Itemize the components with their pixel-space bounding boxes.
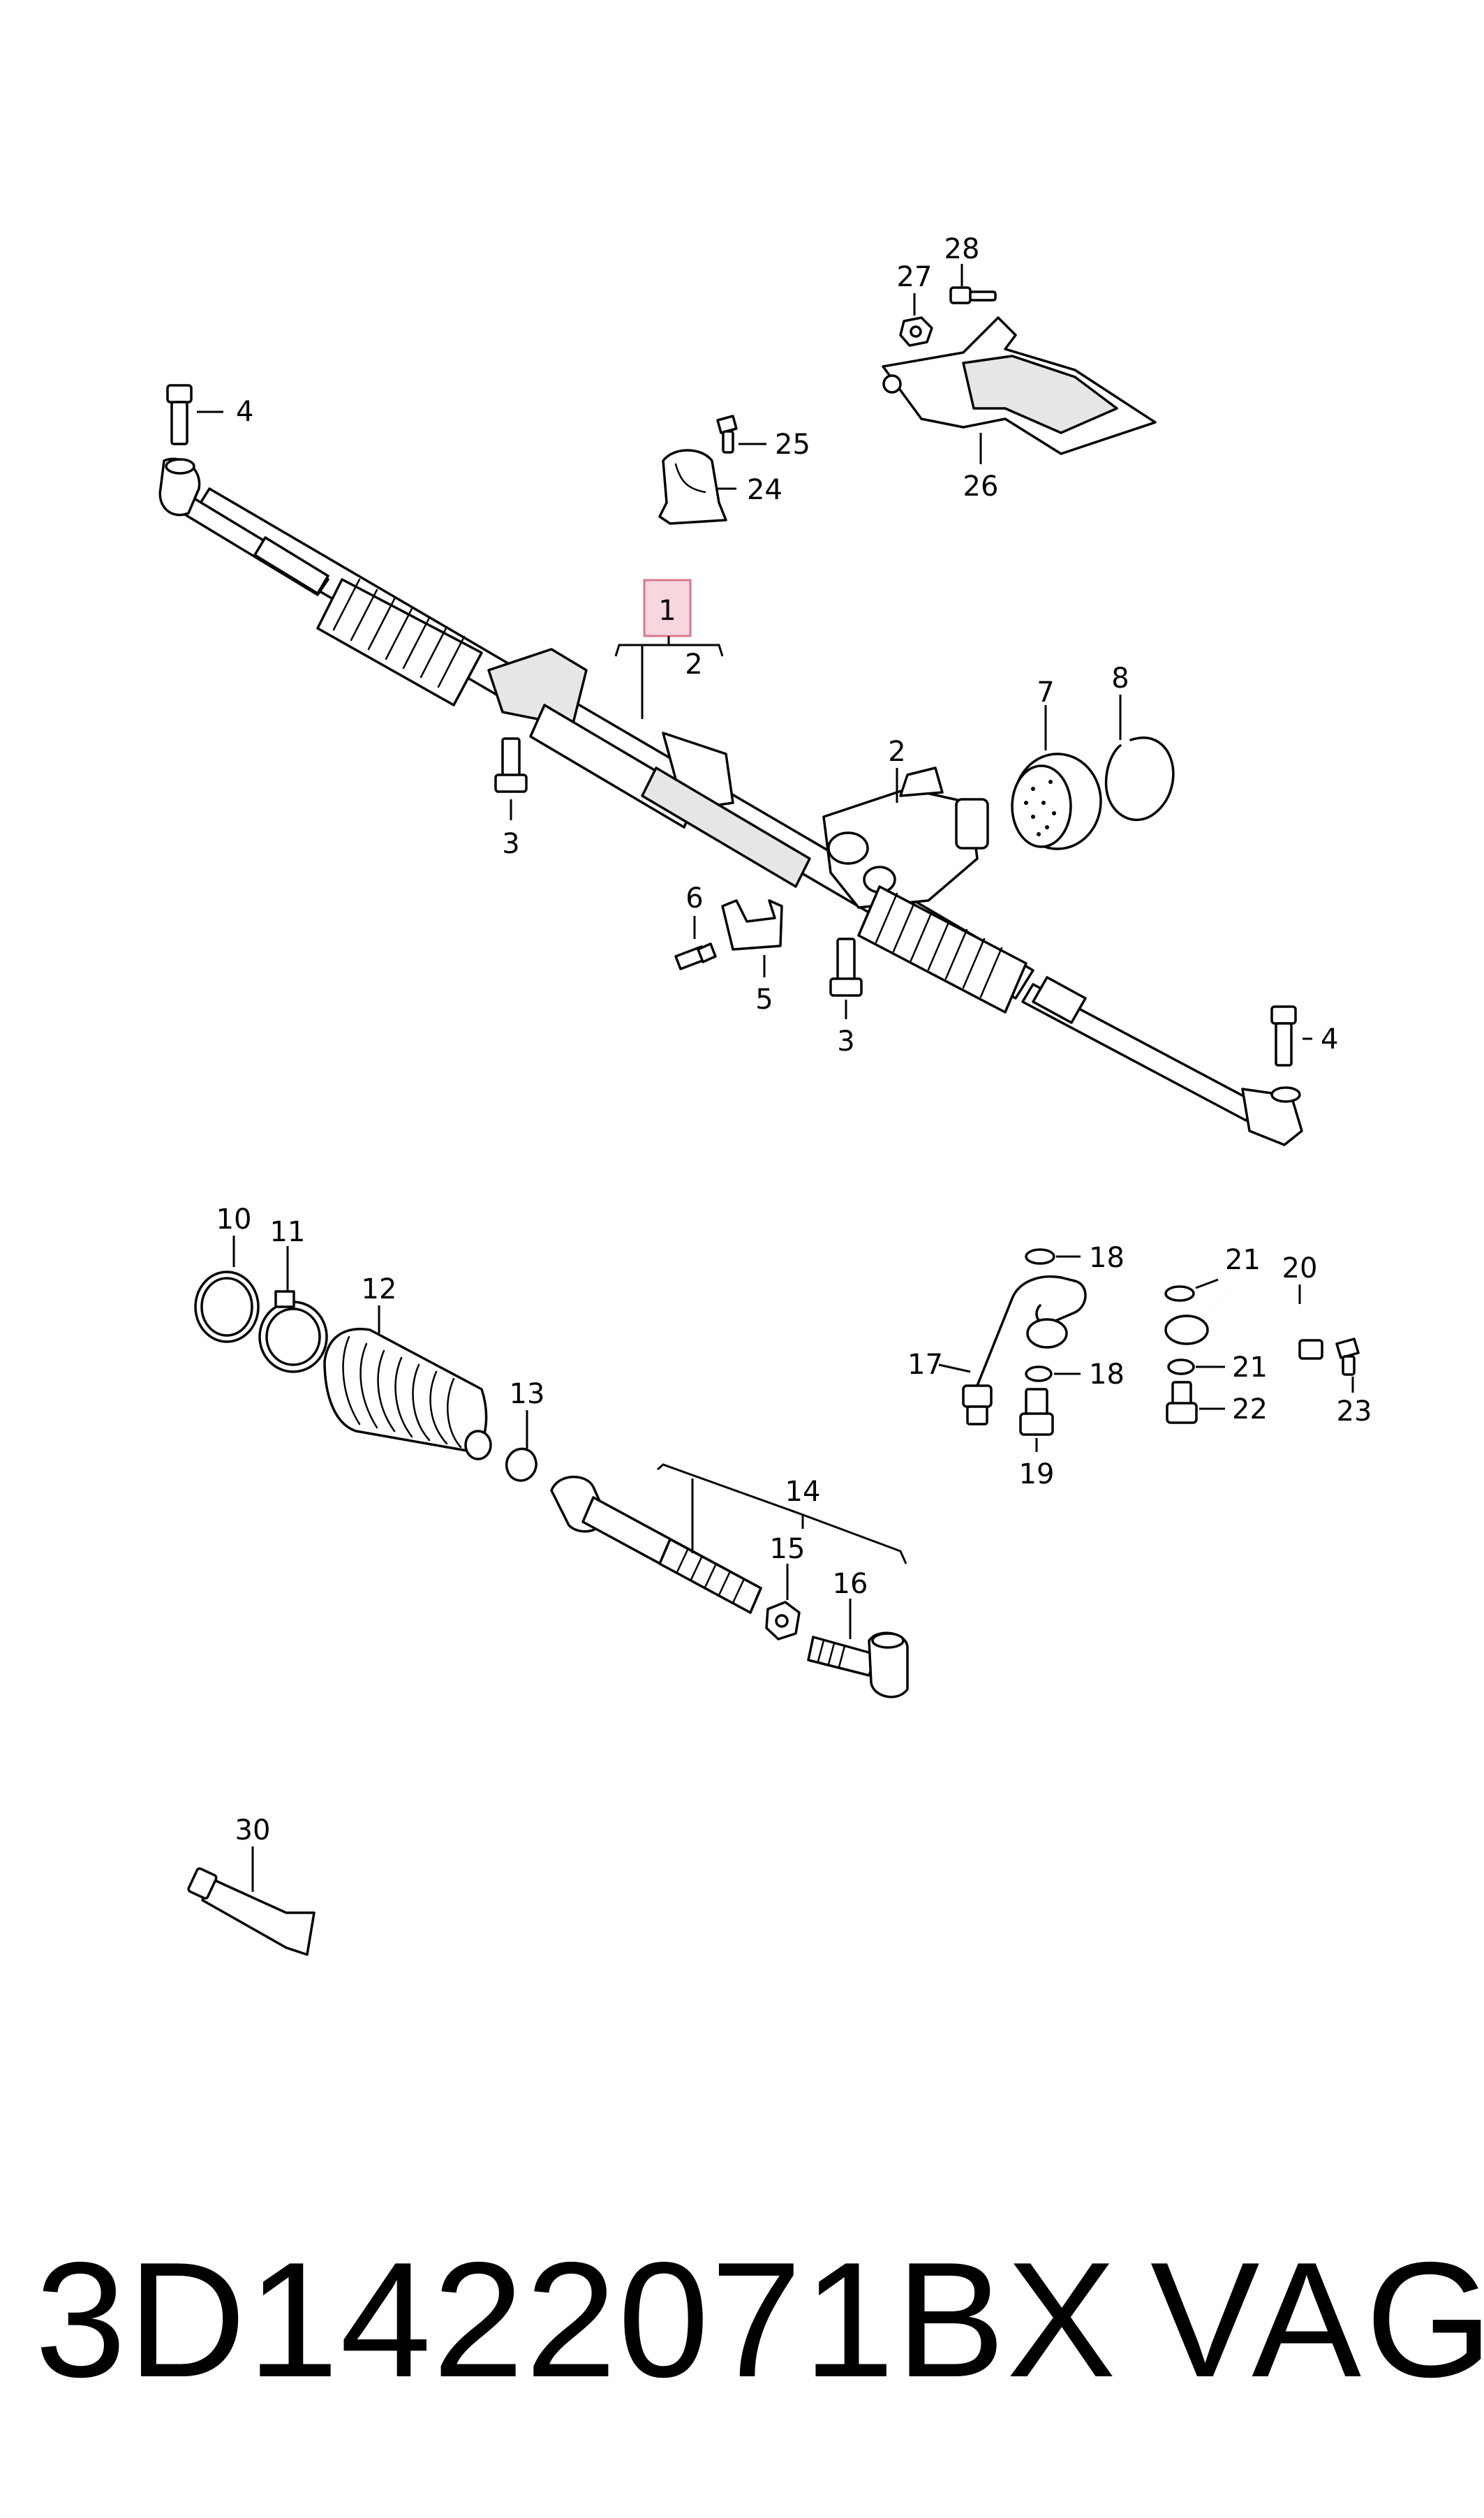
bolt-6: 6 — [674, 882, 717, 970]
callout-1: 1 — [658, 595, 676, 627]
pressure-line-17: 17 — [907, 1275, 1087, 1425]
return-line-20: 20 — [1164, 1252, 1323, 1360]
bolt-23: 23 — [1335, 1338, 1372, 1428]
left-bellows — [316, 578, 483, 706]
callout-17: 17 — [907, 1349, 943, 1381]
callout-30: 30 — [235, 1814, 271, 1846]
callout-7: 7 — [1037, 676, 1054, 709]
right-bellows — [857, 885, 1027, 1014]
callout-15: 15 — [770, 1533, 806, 1565]
bolt-4-left: 4 — [166, 384, 253, 445]
callout-16: 16 — [833, 1568, 868, 1600]
callout-6: 6 — [685, 882, 703, 914]
callout-5: 5 — [755, 984, 773, 1016]
heat-shield-26: 26 — [882, 316, 1157, 503]
callout-18-bottom: 18 — [1089, 1358, 1125, 1391]
bellows-12: 12 — [323, 1273, 492, 1460]
retaining-ring-8: 8 — [1104, 662, 1175, 822]
callout-26: 26 — [963, 471, 999, 503]
callout-18-top: 18 — [1089, 1242, 1125, 1274]
callout-2: 2 — [888, 736, 905, 768]
callout-21-top: 21 — [1225, 1244, 1261, 1276]
callout-20: 20 — [1282, 1252, 1318, 1284]
callout-4-left: 4 — [236, 396, 253, 428]
nut-27: 27 — [897, 261, 933, 347]
bolt-4-right: 4 — [1270, 1005, 1338, 1067]
bracket-5: 5 — [721, 899, 783, 1016]
nut-15: 15 — [765, 1533, 806, 1641]
cap-24: 24 — [658, 449, 782, 525]
callout-4-right: 4 — [1321, 1023, 1338, 1056]
clip-13: 13 — [505, 1378, 545, 1482]
callout-13: 13 — [510, 1378, 545, 1410]
steering-rack-assembly — [158, 457, 1303, 1146]
callout-3-left: 3 — [502, 828, 519, 860]
clamp-11: 11 — [258, 1216, 328, 1373]
tie-rod-end-16: 16 — [807, 1568, 909, 1698]
seal-7: 7 — [1011, 676, 1102, 850]
tie-rod-14: 14 — [550, 1463, 907, 1614]
callout-14: 14 — [785, 1476, 821, 1508]
seal-21-bottom: 21 — [1167, 1351, 1268, 1384]
callout-19: 19 — [1019, 1458, 1055, 1490]
grease-tube-30: 30 — [187, 1814, 316, 1956]
part-number: 3D1422071BX — [35, 2228, 1118, 2411]
seal-21-top: 21 — [1164, 1244, 1261, 1302]
bolt-25: 25 — [716, 415, 810, 461]
brand-name: VAG — [1150, 2228, 1484, 2411]
bolt-3-left: 3 — [494, 737, 528, 860]
seal-18-top: 18 — [1025, 1242, 1125, 1274]
callout-3-right: 3 — [837, 1025, 854, 1058]
callout-8: 8 — [1111, 662, 1129, 695]
seal-18-bottom: 18 — [1025, 1358, 1125, 1391]
callout-22: 22 — [1232, 1393, 1268, 1425]
callout-12: 12 — [362, 1273, 397, 1305]
callout-23: 23 — [1337, 1395, 1372, 1428]
callout-2-bracket: 2 — [685, 649, 702, 681]
callout-21-bottom: 21 — [1232, 1351, 1268, 1384]
callout-10: 10 — [216, 1204, 252, 1236]
bolt-28: 28 — [944, 233, 997, 304]
pinion-housing — [822, 766, 989, 909]
callout-28: 28 — [944, 233, 980, 265]
callout-11: 11 — [270, 1216, 306, 1248]
callout-24: 24 — [747, 474, 782, 506]
callout-27: 27 — [897, 261, 933, 293]
banjo-bolt-19: 19 — [1019, 1388, 1055, 1490]
banjo-bolt-22: 22 — [1166, 1381, 1268, 1425]
seal-ring-10: 10 — [194, 1204, 260, 1343]
callout-25: 25 — [775, 429, 810, 461]
bolt-3-right: 3 — [829, 938, 863, 1058]
